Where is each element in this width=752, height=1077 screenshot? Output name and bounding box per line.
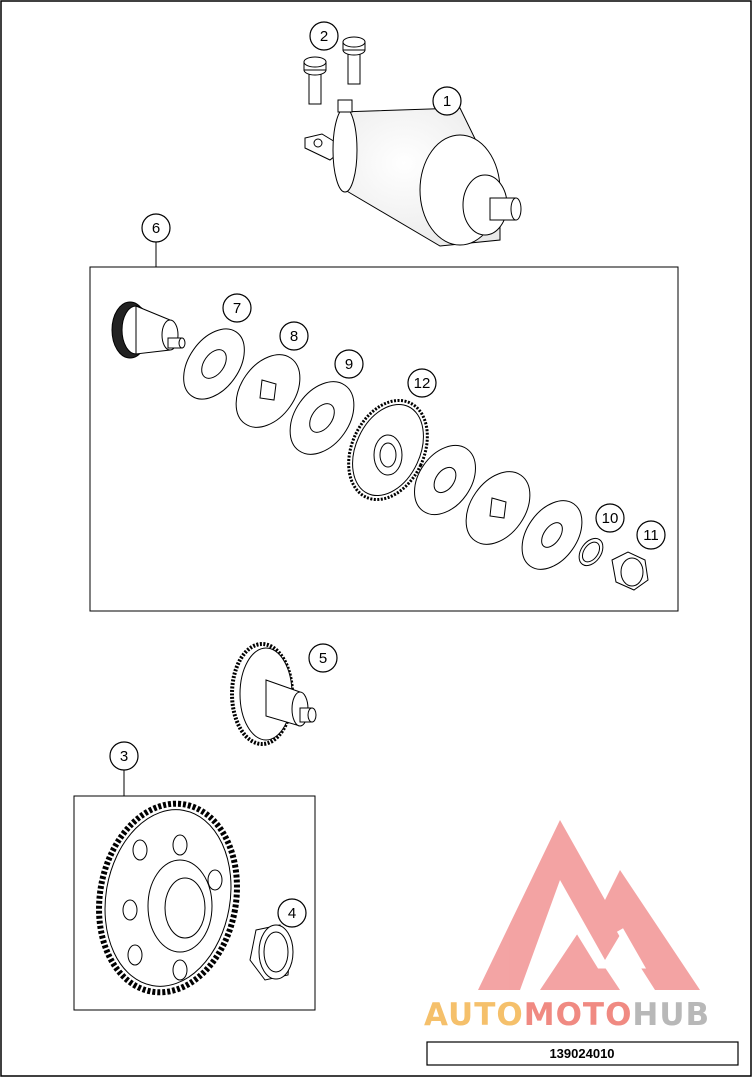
part-washers (183, 328, 604, 570)
brand-word-auto: AUTO (424, 997, 524, 1033)
callout-circle-12 (407, 368, 437, 398)
callout-circle-4 (277, 898, 307, 928)
part-bolts (303, 36, 366, 105)
drawing-number-box (426, 1041, 739, 1066)
part-starter-motor (304, 99, 522, 247)
group-frame-3 (73, 795, 316, 1011)
callout-circle-8 (279, 321, 309, 351)
callout-label-7: 7 (233, 300, 241, 317)
callout-circle-10 (595, 503, 625, 533)
callout-circle-1 (432, 86, 462, 116)
group-frame-6 (89, 266, 679, 612)
callout-circle-5 (308, 643, 338, 673)
leader-lines (123, 242, 157, 796)
part-nut (611, 551, 649, 591)
callout-circle-9 (334, 349, 364, 379)
callout-label-12: 12 (414, 375, 431, 392)
callout-label-11: 11 (643, 527, 659, 544)
part-starter-gear (96, 800, 240, 996)
part-pinion-shaft (111, 301, 186, 359)
callout-label-6: 6 (152, 220, 160, 237)
callout-label-10: 10 (602, 510, 619, 527)
part-needle-bearing (249, 924, 294, 981)
brand-word-hub: HUB (632, 997, 710, 1033)
part-intermediate-gear (347, 398, 429, 502)
callout-label-9: 9 (345, 356, 353, 373)
callout-circle-7 (222, 293, 252, 323)
callout-label-1: 1 (443, 93, 451, 110)
part-idler-gear (230, 642, 317, 746)
callout-label-8: 8 (290, 328, 298, 345)
drawing-number: 139024010 (549, 1046, 614, 1061)
callout-circle-3 (109, 741, 139, 771)
brand-wordmark: AUTOMOTOHUB (424, 997, 710, 1033)
callout-circle-2 (309, 21, 339, 51)
brand-word-moto: MOTO (524, 997, 633, 1033)
callout-circle-11 (636, 520, 666, 550)
callout-label-2: 2 (320, 28, 328, 45)
brand-logo (478, 820, 700, 990)
callout-label-4: 4 (288, 905, 296, 922)
callout-label-3: 3 (120, 748, 128, 765)
callout-circle-6 (141, 213, 171, 243)
callout-label-5: 5 (319, 650, 327, 667)
